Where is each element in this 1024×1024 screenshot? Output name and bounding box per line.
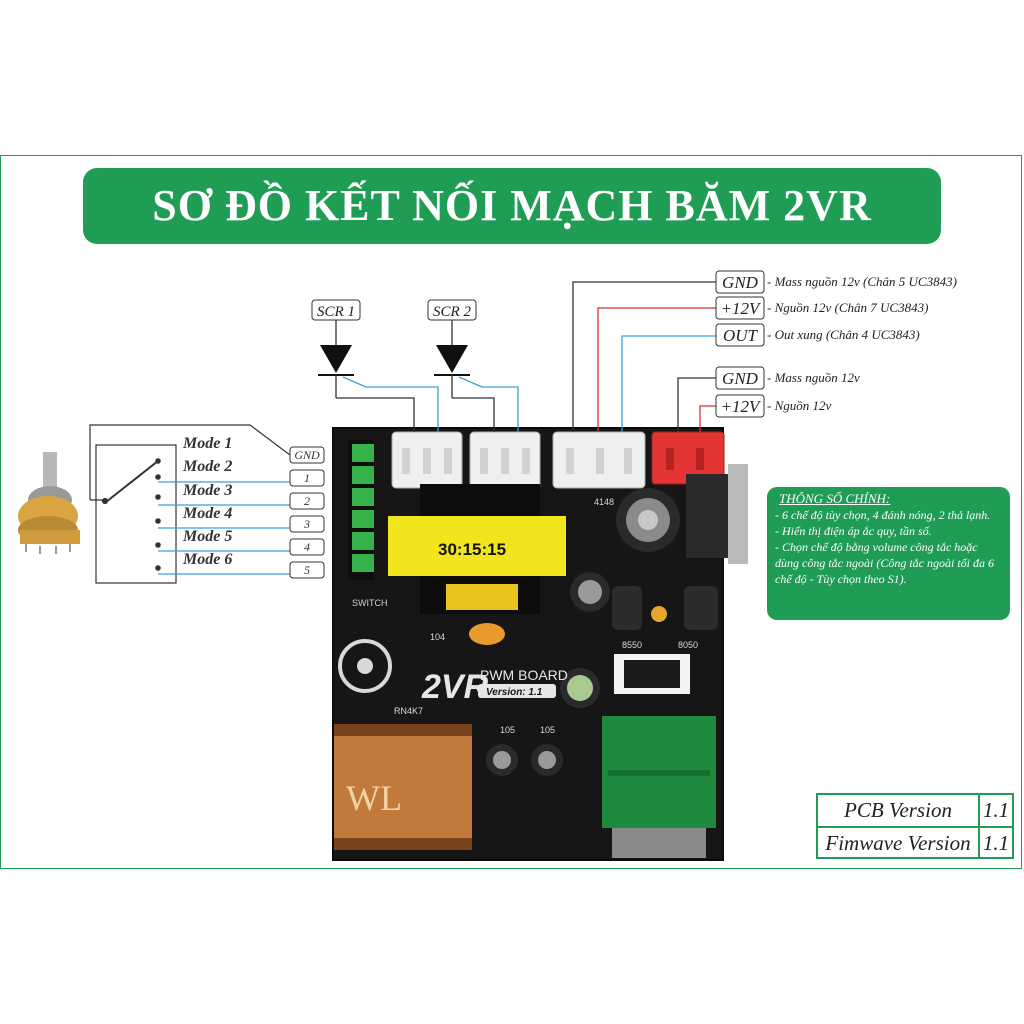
rn-label: RN4K7 xyxy=(394,706,423,716)
transistor-8550 xyxy=(612,586,642,630)
mode-6-label: Mode 6 xyxy=(182,551,232,568)
potentiometer xyxy=(602,716,716,858)
switch-pin-labels: GND 1 2 3 4 5 xyxy=(294,448,320,577)
trimmer xyxy=(651,606,667,622)
cap-105-b xyxy=(531,744,563,776)
mode-3-label: Mode 3 xyxy=(182,482,232,499)
wl-coil xyxy=(334,724,472,850)
cap-105-a-label: 105 xyxy=(500,725,515,735)
version-row: PCB Version 1.1 xyxy=(818,795,1012,828)
brand-logo xyxy=(338,639,392,693)
scr-1-label: SCR 1 xyxy=(317,304,355,320)
pin-1-label: 1 xyxy=(304,471,310,485)
mode-2-label: Mode 2 xyxy=(182,458,232,475)
power-wires xyxy=(677,377,716,432)
connector-tag-boxes xyxy=(715,270,765,418)
version-value: 1.1 xyxy=(982,798,1010,822)
regulator xyxy=(686,464,748,564)
version-name: PCB Version xyxy=(818,795,980,826)
pin-5-label: 5 xyxy=(304,563,310,577)
scr2-connector xyxy=(469,431,541,489)
mode-1-label: Mode 1 xyxy=(182,435,232,452)
desc-pwr-12v: - Nguồn 12v xyxy=(767,398,832,413)
connector-tags: GND +12V OUT GND +12V xyxy=(721,273,762,416)
cap-105-b-label: 105 xyxy=(540,725,555,735)
cap-105-a xyxy=(486,744,518,776)
specs-heading: THÔNG SỐ CHÍNH: xyxy=(779,491,891,506)
tag-pwr-gnd: GND xyxy=(722,369,759,388)
main-capacitor xyxy=(616,488,680,552)
specs-item: - Chọn chế độ bằng volume công tắc hoặc … xyxy=(775,540,994,586)
uc3843-wires xyxy=(572,281,716,432)
diode-label: 4148 xyxy=(594,497,614,507)
specs-panel: THÔNG SỐ CHÍNH: - 6 chế độ tùy chọn, 4 đ… xyxy=(767,487,1010,620)
board-version: Version: 1.1 xyxy=(486,687,543,698)
pcb-board: SWITCH 30:15:15 xyxy=(332,427,748,861)
tag-uc-gnd: GND xyxy=(722,273,759,292)
tag-uc-out: OUT xyxy=(723,326,759,345)
ic-8550-label: 8550 xyxy=(622,640,642,650)
specs-item: - Hiển thị điện áp ắc quy, tần số. xyxy=(775,524,932,538)
version-table: PCB Version 1.1 Fimwave Version 1.1 xyxy=(816,793,1014,859)
transformer xyxy=(388,484,566,614)
brand-text: 2VR xyxy=(421,668,489,706)
power-connector xyxy=(651,431,725,485)
version-row: Fimwave Version 1.1 xyxy=(818,828,1012,859)
tag-uc-12v: +12V xyxy=(721,299,762,318)
switch-schematic xyxy=(89,424,291,584)
transformer-label: 30:15:15 xyxy=(438,540,506,559)
mode-4-label: Mode 4 xyxy=(182,505,232,522)
connector-descriptions: - Mass nguồn 12v (Chân 5 UC3843) - Nguồn… xyxy=(767,274,957,413)
ic-8050-label: 8050 xyxy=(678,640,698,650)
pin-2-label: 2 xyxy=(304,494,310,508)
version-value: 1.1 xyxy=(982,831,1010,855)
desc-uc-12v: - Nguồn 12v (Chân 7 UC3843) xyxy=(767,300,928,315)
pin-gnd-label: GND xyxy=(294,448,320,462)
cap-104-label: 104 xyxy=(430,632,445,642)
mode-labels: Mode 1 Mode 2 Mode 3 Mode 4 Mode 5 Mode … xyxy=(182,435,232,568)
mode-contacts xyxy=(155,458,161,571)
mode-wires xyxy=(158,481,290,575)
specs-item: - 6 chế độ tùy chọn, 4 đánh nóng, 2 thả … xyxy=(775,508,991,522)
small-capacitor xyxy=(570,572,610,612)
page-title: SƠ ĐỒ KẾT NỐI MẠCH BĂM 2VR xyxy=(83,168,941,244)
ceramic-capacitor xyxy=(469,623,505,645)
scr1-connector xyxy=(391,431,463,489)
transistor-8050 xyxy=(684,586,718,630)
desc-uc-out: - Out xung (Chân 4 UC3843) xyxy=(767,327,920,342)
board-name: PWM BOARD xyxy=(480,667,568,683)
tag-pwr-12v: +12V xyxy=(721,397,762,416)
switch-pin-boxes xyxy=(289,446,325,579)
pin-3-label: 3 xyxy=(303,517,310,531)
desc-uc-gnd: - Mass nguồn 12v (Chân 5 UC3843) xyxy=(767,274,957,289)
switch-label: SWITCH xyxy=(352,598,388,608)
scr-1 xyxy=(311,299,439,432)
rotary-switch xyxy=(18,452,80,554)
scr-2 xyxy=(427,299,519,432)
pin-4-label: 4 xyxy=(304,540,310,554)
scr-2-label: SCR 2 xyxy=(433,304,471,320)
mode-5-label: Mode 5 xyxy=(182,528,232,545)
green-capacitor xyxy=(560,668,600,708)
switch-header xyxy=(348,440,374,580)
diagram-frame xyxy=(0,155,1022,869)
desc-pwr-gnd: - Mass nguồn 12v xyxy=(767,370,860,385)
uc3843-connector xyxy=(552,431,646,489)
optocoupler xyxy=(614,654,690,694)
coil-label: WL xyxy=(346,778,402,818)
version-name: Fimwave Version xyxy=(818,828,980,859)
